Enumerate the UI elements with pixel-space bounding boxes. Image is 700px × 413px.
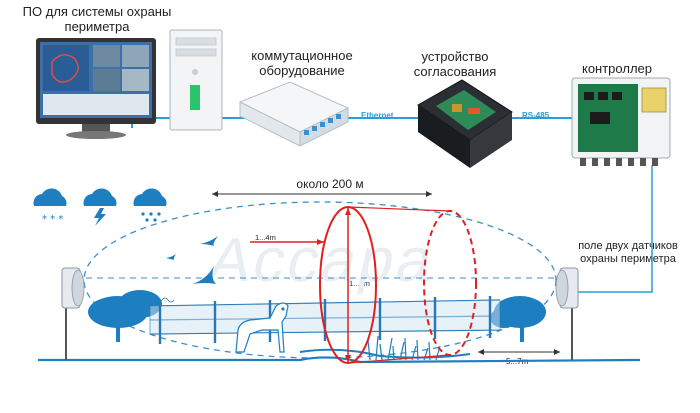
rain-cloud-icon <box>133 188 167 222</box>
dog-icon <box>235 302 289 353</box>
path-dip <box>299 348 471 359</box>
zone-connector-top <box>347 206 451 212</box>
detection-zone <box>83 201 557 359</box>
grass-icon <box>367 335 441 361</box>
software-label: ПО для системы охраны периметра <box>22 4 172 34</box>
svg-text:* * *: * * * <box>42 214 63 225</box>
sensor-icon <box>61 267 85 360</box>
monitor-icon <box>36 38 156 139</box>
sensor-icon <box>555 267 579 360</box>
fence-icon <box>149 296 501 344</box>
bird-icon <box>200 236 218 246</box>
height-label: 1...3m <box>349 279 370 288</box>
snow-cloud-icon: * * * <box>33 188 67 225</box>
network-switch-icon <box>238 81 350 147</box>
computer-tower-icon <box>169 29 223 131</box>
rs485-label: RS-485 <box>522 111 550 120</box>
zone-connector-bottom <box>347 354 451 364</box>
bird-icon <box>166 254 176 260</box>
cable-controller-field <box>560 165 653 293</box>
tree-icon <box>88 290 546 342</box>
controller-label: контроллер <box>581 61 652 76</box>
bird-icon <box>192 266 216 284</box>
distance-label: около 200 м <box>296 177 364 191</box>
interface-device-icon <box>417 79 513 168</box>
ethernet-label: Ethernet <box>361 111 394 120</box>
width-label: 1...4m <box>255 233 276 242</box>
switching-label: коммутационное оборудование <box>251 48 353 78</box>
controller-icon <box>571 77 671 166</box>
zone-section-dashed <box>423 210 477 356</box>
thunder-cloud-icon <box>83 188 117 226</box>
interface-device-label: устройство согласования <box>413 49 497 79</box>
